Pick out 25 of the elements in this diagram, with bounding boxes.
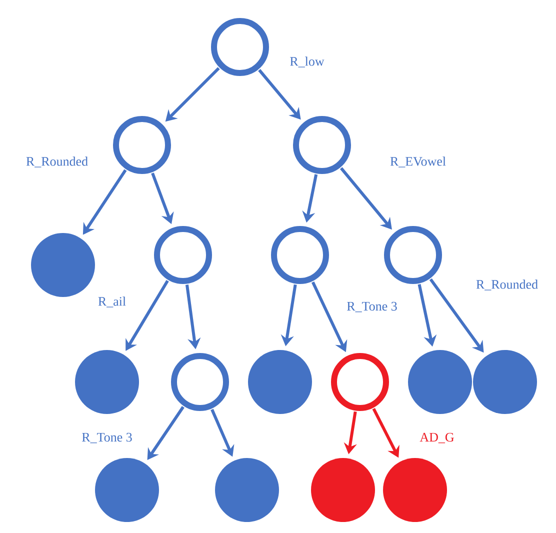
split-label: AD_G: [420, 432, 454, 444]
hollow-circle: [211, 18, 269, 76]
filled-circle: [408, 350, 472, 414]
split-label: R_Tone 3: [347, 302, 397, 312]
hollow-circle: [171, 353, 229, 411]
hollow-circle: [113, 116, 171, 174]
split-label: R_low: [290, 56, 324, 68]
hollow-circle: [331, 353, 389, 411]
split-label: R_Rounded: [476, 280, 538, 290]
split-label: R_EVowel: [390, 156, 446, 168]
split-label: R_Tone 3: [82, 432, 132, 444]
filled-circle: [473, 350, 537, 414]
filled-circle: [95, 458, 159, 522]
filled-circle: [311, 458, 375, 522]
split-label: R_ail: [98, 296, 126, 308]
hollow-circle: [154, 226, 212, 284]
filled-circle: [31, 233, 95, 297]
split-label: R_Rounded: [26, 156, 88, 168]
hollow-circle: [384, 226, 442, 284]
filled-circle: [248, 350, 312, 414]
filled-circle: [215, 458, 279, 522]
hollow-circle: [293, 116, 351, 174]
hollow-circle: [271, 226, 329, 284]
filled-circle: [75, 350, 139, 414]
filled-circle: [383, 458, 447, 522]
